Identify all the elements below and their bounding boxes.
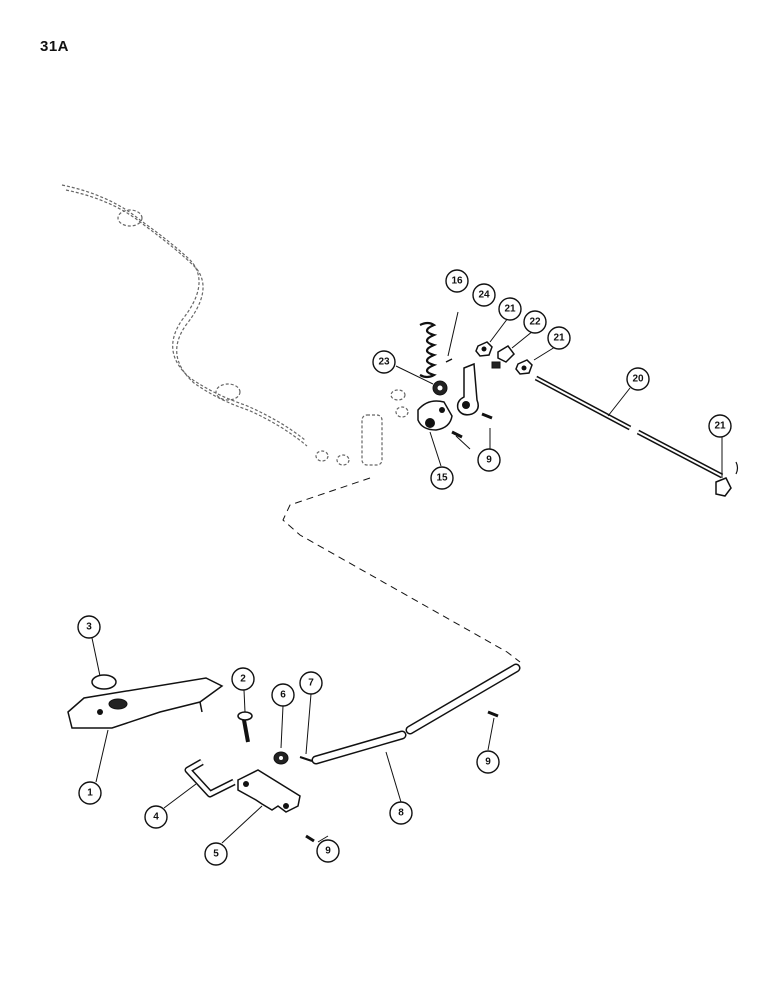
- svg-text:23: 23: [378, 357, 390, 368]
- edge-bracket-mark: [735, 461, 739, 475]
- callout-8: 8: [389, 801, 413, 825]
- shaft-8: [311, 663, 521, 765]
- callout-24: 24: [472, 283, 496, 307]
- callout-6: 6: [271, 683, 295, 707]
- svg-text:21: 21: [504, 304, 516, 315]
- connection-dashed-line: [282, 477, 521, 663]
- swivel-22: [491, 345, 515, 369]
- svg-text:6: 6: [280, 690, 286, 701]
- svg-text:24: 24: [478, 290, 490, 301]
- leader-lines: [91, 311, 723, 844]
- callout-9-lower-right: 9: [476, 750, 500, 774]
- washer-23: [432, 380, 448, 396]
- svg-text:9: 9: [486, 455, 492, 466]
- callout-3: 3: [77, 615, 101, 639]
- svg-text:20: 20: [632, 374, 644, 385]
- nut-21-middle: [515, 359, 533, 375]
- bellcrank-15: [417, 400, 453, 431]
- svg-text:16: 16: [451, 276, 463, 287]
- pin-9-lower-right: [487, 710, 499, 718]
- svg-text:5: 5: [213, 849, 219, 860]
- callout-16: 16: [445, 269, 469, 293]
- cotter-pin-24: [445, 358, 453, 363]
- callout-21-upper: 21: [498, 297, 522, 321]
- callout-20: 20: [626, 367, 650, 391]
- svg-text:22: 22: [529, 317, 541, 328]
- pins-9-upper: [451, 412, 493, 439]
- nut-21-end: [715, 477, 732, 497]
- svg-text:3: 3: [86, 622, 92, 633]
- callout-2: 2: [231, 667, 255, 691]
- screw-2: [237, 711, 253, 743]
- callout-21-end: 21: [708, 414, 732, 438]
- throttle-cable: [61, 184, 409, 466]
- callout-9-upper: 9: [477, 448, 501, 472]
- svg-text:9: 9: [485, 757, 491, 768]
- callout-21-middle: 21: [547, 326, 571, 350]
- lever-arm: [456, 362, 479, 416]
- svg-text:4: 4: [153, 812, 159, 823]
- plug-3: [91, 674, 117, 690]
- svg-text:15: 15: [436, 473, 448, 484]
- svg-text:7: 7: [308, 678, 314, 689]
- callout-5: 5: [204, 842, 228, 866]
- svg-text:1: 1: [87, 788, 93, 799]
- pin-9-lower-left: [305, 834, 315, 843]
- bracket-5: [237, 769, 301, 813]
- nut-21-upper: [475, 341, 493, 357]
- svg-text:21: 21: [714, 421, 726, 432]
- threaded-rod-20: [534, 375, 724, 479]
- svg-text:2: 2: [240, 674, 246, 685]
- svg-text:9: 9: [325, 846, 331, 857]
- svg-text:8: 8: [398, 808, 404, 819]
- pedal-1: [67, 677, 224, 729]
- washer-6: [273, 751, 289, 765]
- callout-23: 23: [372, 350, 396, 374]
- callout-1: 1: [78, 781, 102, 805]
- callout-9-lower-left: 9: [316, 839, 340, 863]
- callout-22: 22: [523, 310, 547, 334]
- callout-15: 15: [430, 466, 454, 490]
- rod-4: [184, 758, 236, 798]
- spring-16: [419, 321, 438, 379]
- cotter-pin-7: [299, 756, 313, 762]
- callout-4: 4: [144, 805, 168, 829]
- svg-text:21: 21: [553, 333, 565, 344]
- callout-7: 7: [299, 671, 323, 695]
- page-number-label: 31A: [40, 38, 70, 55]
